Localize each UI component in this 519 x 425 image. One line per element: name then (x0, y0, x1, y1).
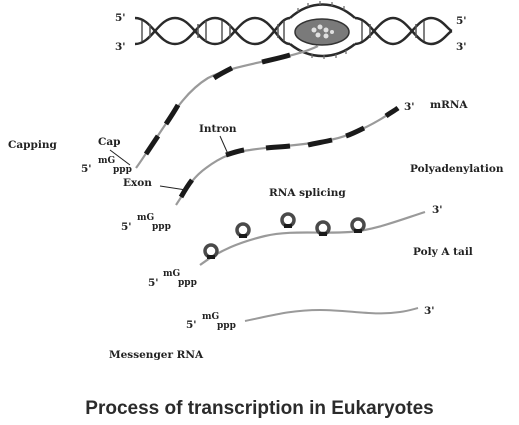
nascent-rna (135, 45, 319, 169)
polyadenylation-label: Polyadenylation (410, 163, 504, 175)
transcription-bubble-bottom (289, 43, 356, 58)
splice-3-label: 3' (432, 204, 443, 216)
intron-pointer (219, 135, 229, 155)
cap4-ppp: ppp (217, 321, 236, 331)
exon-label: Exon (123, 177, 152, 189)
cap4-5-prime: 5' (186, 319, 197, 331)
dna-3-right-label: 3' (456, 41, 467, 53)
cap4-mg: mG (202, 312, 219, 322)
mrna-label: mRNA (430, 99, 468, 111)
messenger-rna-strand (244, 307, 419, 322)
capping-label: Capping (8, 139, 57, 151)
exon-pointer (159, 185, 187, 191)
messenger-rna-label: Messenger RNA (109, 349, 204, 361)
transcription-bubble-top (289, 3, 356, 19)
dna-strand-a (134, 16, 291, 46)
cap3-ppp: ppp (178, 278, 197, 288)
figure-caption: Process of transcription in Eukaryotes (85, 398, 434, 419)
spliced-mrna (199, 210, 426, 266)
cap3-5-prime: 5' (148, 277, 159, 289)
cap2-mg: mG (137, 213, 154, 223)
cap3-mg: mG (163, 269, 180, 279)
dna-base-pairs (141, 21, 425, 41)
polymerase-nucleotides (311, 24, 334, 39)
cap1-ppp: ppp (113, 165, 132, 175)
dna-5-left-label: 5' (115, 12, 126, 24)
final-3-label: 3' (424, 305, 435, 317)
rna-splicing-label: RNA splicing (269, 187, 346, 199)
cap1-5-prime: 5' (81, 163, 92, 175)
cap2-ppp: ppp (152, 222, 171, 232)
splicing-lariats (203, 212, 366, 259)
poly-a-tail-label: Poly A tail (413, 246, 473, 258)
dna-double-helix (134, 1, 453, 59)
mrna-3-label: 3' (404, 101, 415, 113)
pre-mrna (109, 105, 400, 206)
dna-strand-d (354, 16, 453, 46)
rna-polymerase (294, 18, 350, 46)
cap2-5-prime: 5' (121, 221, 132, 233)
dna-3-left-label: 3' (115, 41, 126, 53)
cap-label: Cap (98, 136, 121, 148)
intron-label: Intron (199, 123, 237, 135)
dna-strand-b (134, 16, 291, 46)
cap-pointer (109, 149, 131, 166)
cap1-mg: mG (98, 156, 115, 166)
dna-5-right-label: 5' (456, 15, 467, 27)
